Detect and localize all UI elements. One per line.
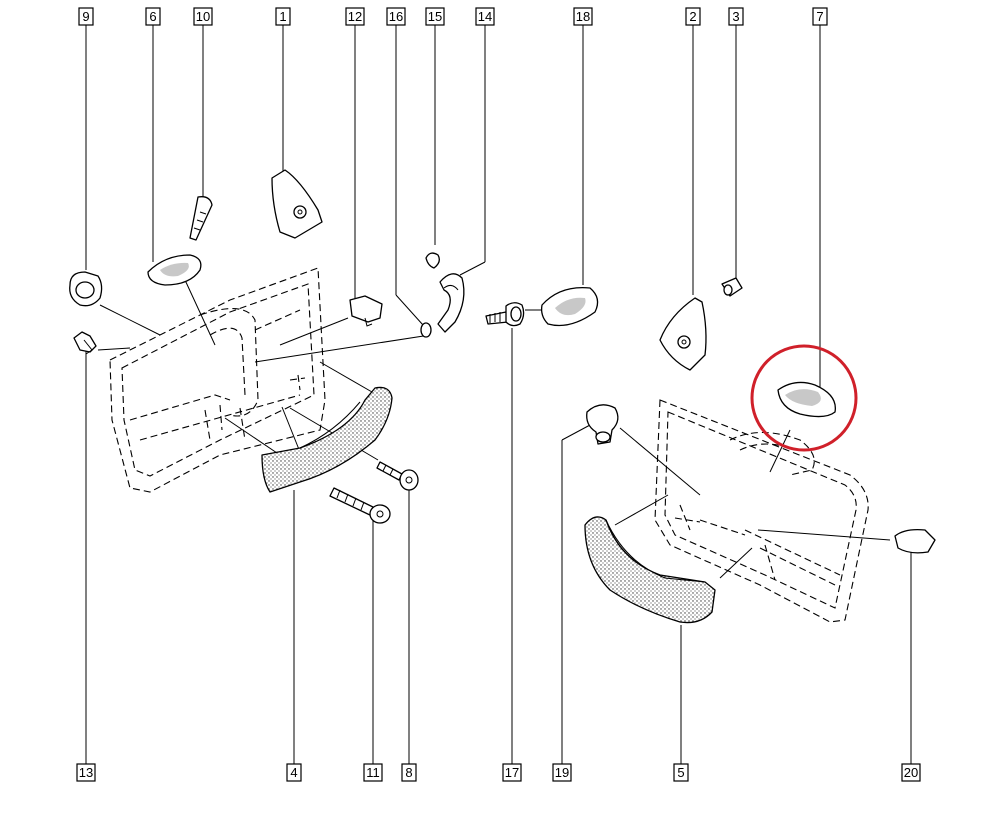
callout-label: 2: [689, 9, 696, 24]
part-4-pull-handle: [261, 386, 393, 493]
part-12-cap: [349, 295, 383, 327]
callout-label: 3: [732, 9, 739, 24]
callout-11: 11: [363, 763, 383, 782]
callout-label: 18: [576, 9, 590, 24]
callout-label: 13: [79, 765, 93, 780]
part-8-screw: [376, 461, 419, 491]
part-7-bezel: [777, 381, 836, 418]
callouts-bottom: 13 4 11 8 17 19 5 20: [76, 763, 921, 782]
callout-label: 5: [677, 765, 684, 780]
callout-label: 19: [555, 765, 569, 780]
left-door-trim-panel: [109, 267, 326, 493]
leader-lines: [85, 25, 912, 764]
part-11-screw: [329, 487, 391, 524]
callout-2: 2: [685, 7, 701, 26]
callout-17: 17: [502, 763, 522, 782]
callout-7: 7: [812, 7, 828, 26]
callout-label: 1: [279, 9, 286, 24]
callout-9: 9: [78, 7, 94, 26]
callout-label: 9: [82, 9, 89, 24]
part-15-clip: [425, 252, 440, 269]
callout-label: 10: [196, 9, 210, 24]
callout-label: 15: [428, 9, 442, 24]
callout-6: 6: [145, 7, 161, 26]
callout-label: 16: [389, 9, 403, 24]
callout-18: 18: [573, 7, 593, 26]
assembly-lines: [97, 279, 891, 579]
part-20-cap: [894, 528, 936, 554]
part-14-handle: [437, 273, 465, 333]
highlight-circle: [750, 344, 858, 452]
right-door-trim-panel: [654, 399, 869, 623]
callout-3: 3: [728, 7, 744, 26]
callout-label: 20: [904, 765, 918, 780]
part-13-clip: [73, 331, 97, 355]
callout-label: 14: [478, 9, 492, 24]
part-10-screw: [189, 196, 213, 241]
callout-5: 5: [673, 763, 689, 782]
part-17-bolt: [485, 302, 525, 327]
part-6-bezel: [147, 254, 202, 286]
callout-14: 14: [475, 7, 495, 26]
callout-10: 10: [193, 7, 213, 26]
part-5-pull-handle: [584, 516, 716, 624]
callout-15: 15: [425, 7, 445, 26]
callout-4: 4: [286, 763, 302, 782]
callout-label: 4: [290, 765, 297, 780]
callout-19: 19: [552, 763, 572, 782]
callout-label: 6: [149, 9, 156, 24]
part-2-bracket: [659, 297, 707, 371]
callout-8: 8: [401, 763, 417, 782]
callout-label: 17: [505, 765, 519, 780]
callout-label: 12: [348, 9, 362, 24]
part-16-ring: [420, 322, 432, 338]
part-18-bezel: [540, 286, 599, 327]
callout-12: 12: [345, 7, 365, 26]
callouts-top: 9 6 10 1 12 16 15 14 18 2 3 7: [78, 7, 828, 26]
callout-13: 13: [76, 763, 96, 782]
part-9-clip: [69, 271, 103, 307]
part-1-bracket: [271, 169, 323, 239]
callout-label: 7: [816, 9, 823, 24]
callout-1: 1: [275, 7, 291, 26]
callout-label: 8: [405, 765, 412, 780]
part-19-plug: [586, 404, 619, 445]
part-3-nut: [721, 277, 743, 297]
callout-label: 11: [366, 765, 380, 780]
callout-16: 16: [386, 7, 406, 26]
callout-20: 20: [901, 763, 921, 782]
